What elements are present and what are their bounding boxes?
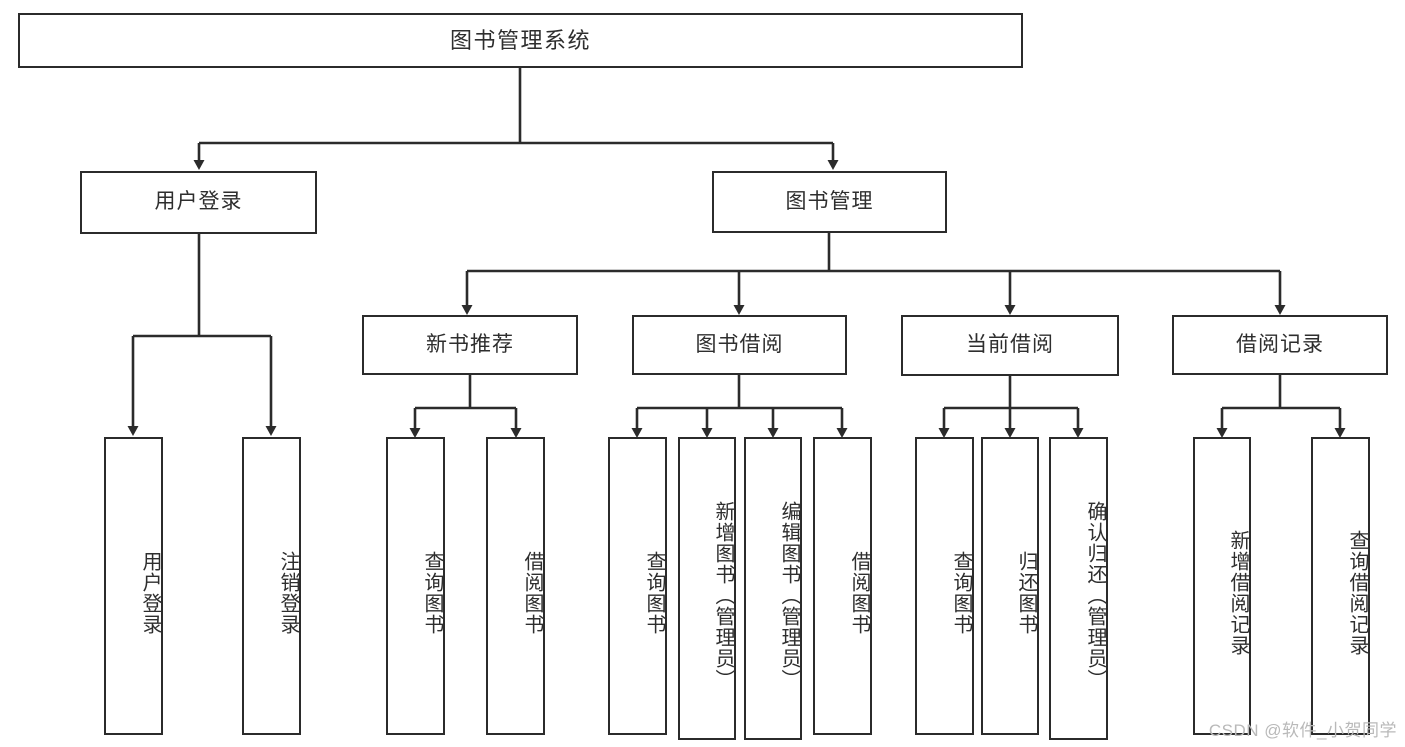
node-label: 编辑图书（管理员） bbox=[778, 501, 800, 690]
node-label: 当前借阅 bbox=[966, 333, 1054, 357]
leaf-add-borrow-record[interactable]: 新增借阅记录 bbox=[1193, 437, 1251, 735]
leaf-query-borrow-record[interactable]: 查询借阅记录 bbox=[1311, 437, 1370, 735]
leaf-logout[interactable]: 注销登录 bbox=[242, 437, 301, 735]
node-book-borrow[interactable]: 图书借阅 bbox=[632, 315, 847, 375]
node-label: 查询图书 bbox=[421, 551, 443, 635]
node-label: 借阅图书 bbox=[521, 551, 543, 635]
node-book-manage[interactable]: 图书管理 bbox=[712, 171, 947, 233]
node-label: 用户登录 bbox=[139, 551, 161, 635]
leaf-borrow-book-borrow[interactable]: 借阅图书 bbox=[813, 437, 872, 735]
node-label: 图书管理 bbox=[785, 189, 874, 213]
leaf-query-book-new-rec[interactable]: 查询图书 bbox=[386, 437, 445, 735]
node-label: 确认归还（管理员） bbox=[1084, 501, 1106, 690]
leaf-edit-book-admin[interactable]: 编辑图书（管理员） bbox=[744, 437, 802, 740]
leaf-add-book-admin[interactable]: 新增图书（管理员） bbox=[678, 437, 736, 740]
node-label: 用户登录 bbox=[154, 190, 243, 214]
leaf-user-login[interactable]: 用户登录 bbox=[104, 437, 163, 735]
node-label: 查询图书 bbox=[643, 551, 665, 635]
node-label: 新增借阅记录 bbox=[1227, 530, 1249, 656]
node-label: 归还图书 bbox=[1015, 551, 1037, 635]
csdn-watermark: CSDN @软件_小贺同学 bbox=[1208, 721, 1397, 740]
leaf-confirm-return-admin[interactable]: 确认归还（管理员） bbox=[1049, 437, 1108, 740]
node-user-login[interactable]: 用户登录 bbox=[80, 171, 317, 234]
node-label: 查询图书 bbox=[950, 551, 972, 635]
leaf-query-book-current[interactable]: 查询图书 bbox=[915, 437, 974, 735]
node-label: 新书推荐 bbox=[426, 332, 514, 356]
leaf-borrow-book-new-rec[interactable]: 借阅图书 bbox=[486, 437, 545, 735]
leaf-query-book-borrow[interactable]: 查询图书 bbox=[608, 437, 667, 735]
node-label: 借阅图书 bbox=[848, 551, 870, 635]
node-current-borrow[interactable]: 当前借阅 bbox=[901, 315, 1119, 376]
node-label: 借阅记录 bbox=[1236, 332, 1324, 356]
node-new-book-rec[interactable]: 新书推荐 bbox=[362, 315, 578, 375]
node-root-system[interactable]: 图书管理系统 bbox=[18, 13, 1023, 68]
leaf-return-book[interactable]: 归还图书 bbox=[981, 437, 1039, 735]
node-borrow-record[interactable]: 借阅记录 bbox=[1172, 315, 1388, 375]
node-label: 图书管理系统 bbox=[449, 27, 591, 53]
node-label: 注销登录 bbox=[277, 551, 299, 635]
node-label: 查询借阅记录 bbox=[1346, 530, 1368, 656]
node-label: 新增图书（管理员） bbox=[712, 501, 734, 690]
node-label: 图书借阅 bbox=[695, 332, 784, 356]
